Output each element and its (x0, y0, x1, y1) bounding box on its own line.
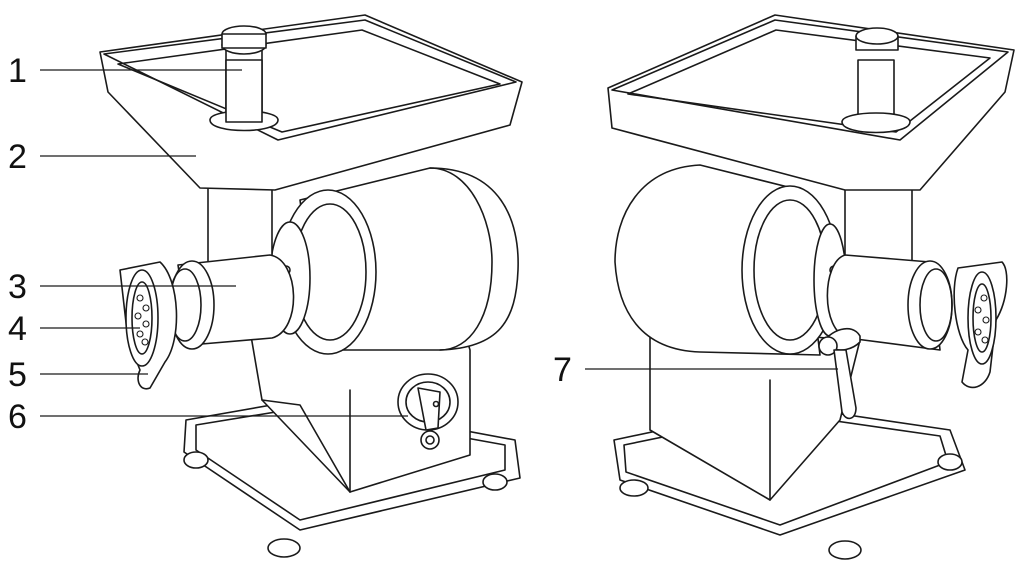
hopper-tray-right (607, 14, 1015, 191)
head-tube-right (826, 254, 953, 351)
grinder-rear-view (607, 14, 1015, 560)
ring-nut-right (953, 261, 1008, 389)
callout-number: 6 (8, 398, 27, 436)
callout-1: 1 (8, 52, 242, 90)
callout-number: 2 (8, 138, 27, 176)
callout-4: 4 (8, 310, 140, 348)
motor-housing (269, 167, 519, 355)
callout-2: 2 (8, 138, 196, 176)
callout-3: 3 (8, 268, 236, 306)
head-tube (168, 254, 295, 350)
grinder-front-view (99, 14, 523, 558)
hopper-tray (99, 14, 523, 191)
callout-number: 7 (553, 351, 572, 389)
reverse-handle (818, 327, 861, 420)
food-pusher-right (841, 27, 911, 134)
callout-7: 7 (553, 351, 838, 389)
food-pusher (209, 25, 279, 132)
callout-5: 5 (8, 356, 148, 394)
callout-number: 1 (8, 52, 27, 90)
switch-knob (397, 373, 459, 450)
callout-number: 3 (8, 268, 27, 306)
motor-housing-right (614, 164, 847, 356)
ring-nut (119, 261, 178, 390)
callout-number: 4 (8, 310, 27, 348)
callout-number: 5 (8, 356, 27, 394)
callout-6: 6 (8, 398, 408, 436)
